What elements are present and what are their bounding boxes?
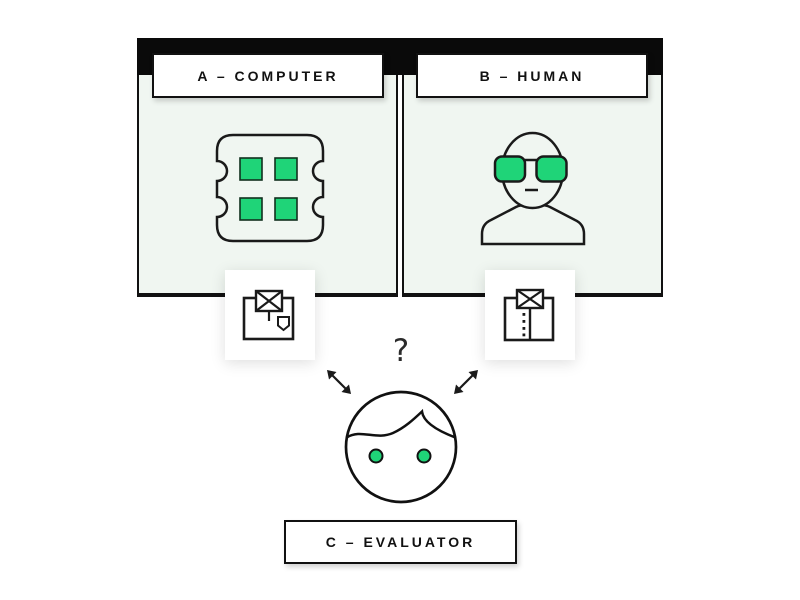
label-a-computer: A – COMPUTER (152, 53, 384, 98)
shirt-card-human (485, 270, 575, 360)
folded-shirt-buttons-icon (503, 288, 555, 342)
person-sunglasses-icon (480, 131, 586, 246)
shirt-card-computer (225, 270, 315, 360)
question-mark: ? (392, 333, 410, 369)
label-b-human: B – HUMAN (416, 53, 648, 98)
label-a-computer-text: A – COMPUTER (197, 67, 339, 84)
chip-icon (215, 133, 325, 243)
label-c-evaluator: C – EVALUATOR (284, 520, 517, 564)
label-b-human-text: B – HUMAN (479, 67, 585, 84)
double-headed-arrow-left-icon (327, 370, 351, 394)
double-headed-arrow-right-icon (454, 370, 478, 394)
folded-shirt-pocket-icon (242, 289, 295, 341)
label-c-evaluator-text: C – EVALUATOR (325, 534, 476, 550)
face-icon (344, 390, 458, 504)
